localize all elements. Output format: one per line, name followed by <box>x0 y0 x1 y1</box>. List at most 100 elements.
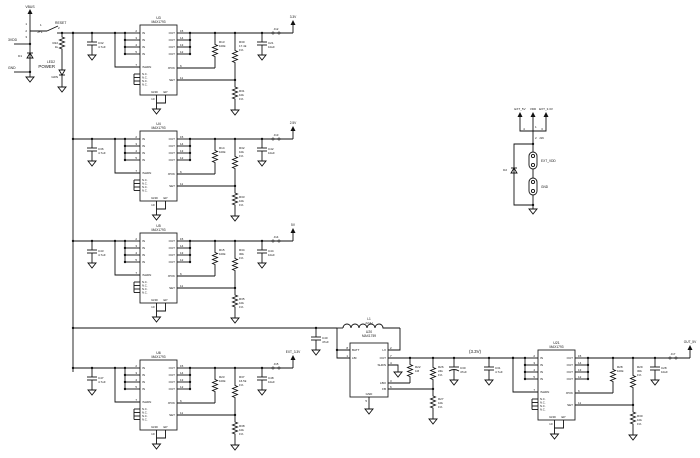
ic-part: MAX1759 <box>362 334 376 338</box>
value-label: 10k <box>239 199 244 203</box>
pin-num: 14 <box>578 361 582 365</box>
net-label: EXT_5V <box>514 107 525 111</box>
pin-num: 6 <box>390 385 392 389</box>
pin-name: LBO <box>380 381 387 385</box>
set-resistor-top <box>231 368 239 415</box>
output-jumper <box>668 356 672 360</box>
value-label: 10k <box>239 428 244 432</box>
pin-num: 14 <box>180 36 184 40</box>
jumper-label: J16 <box>539 136 544 140</box>
pin-num: 14 <box>180 244 184 248</box>
set-resistor-bottom <box>231 288 239 314</box>
junction-dot <box>71 366 75 370</box>
ic-part: MAX1793 <box>152 228 166 232</box>
value-label: 1% <box>239 383 244 387</box>
pin-num: 2 <box>135 29 137 33</box>
pin-name: N.C. <box>142 185 148 189</box>
pin-num: 6 <box>180 170 182 174</box>
pin-name: IN <box>142 387 145 391</box>
header-pin <box>530 179 536 185</box>
pin-name: EP <box>163 196 167 200</box>
value-label: 1% <box>438 405 443 409</box>
set-resistor-top <box>231 139 239 186</box>
pin-num: 2 <box>58 26 60 30</box>
ref-label: C47 <box>98 376 104 380</box>
pin-name: N.C. <box>142 76 148 80</box>
ic-part: MAX1793 <box>152 355 166 359</box>
junction-dot <box>90 31 94 35</box>
value-label: 16.5k <box>239 379 247 383</box>
pin-name: IN <box>142 137 145 141</box>
pin-num: 5 <box>533 375 535 379</box>
pin-name: FB <box>382 387 386 391</box>
pin-name: /POK <box>566 391 573 395</box>
output-arrow-icon <box>290 355 296 360</box>
pin-num: 3 <box>25 35 27 39</box>
ground-icon <box>151 214 162 221</box>
pin-name: BATT <box>352 348 360 352</box>
pin-name: OUT <box>169 373 176 377</box>
pin-name: IN <box>540 356 543 360</box>
junction-dot <box>90 239 94 243</box>
pin-name: /POK <box>168 66 175 70</box>
pin-num: 11 <box>180 76 183 80</box>
output-net-label: EXT_3.3V <box>286 350 301 354</box>
pin-name: /SHDN <box>142 171 151 175</box>
ep-wire <box>156 430 166 439</box>
pin-name: N.C. <box>142 411 148 415</box>
value-label: 10uF <box>268 380 275 384</box>
ref-label: C31 <box>495 366 501 370</box>
pin-name: IN <box>142 45 145 49</box>
ref-label: R27 <box>438 397 444 401</box>
output-net-label: 5V <box>291 223 296 227</box>
value-label: 1% <box>239 203 244 207</box>
pin-name: IN <box>142 158 145 162</box>
pin-num: 5 <box>135 50 137 54</box>
output-jumper <box>271 239 275 243</box>
resistor-icon <box>429 389 437 415</box>
pin-num: 2 <box>390 346 392 350</box>
junction-dot <box>260 137 264 141</box>
polarized-capacitor-icon <box>448 369 460 372</box>
ref-label: C48 <box>268 376 274 380</box>
ground-icon <box>257 262 267 269</box>
ground-icon <box>393 371 403 378</box>
pin-num: 1 <box>346 354 348 358</box>
pin-name: /SHDN <box>142 400 151 404</box>
pin-num: 12 <box>180 50 184 54</box>
pin-num: 13 <box>180 149 184 153</box>
pin-num: 4 <box>533 368 535 372</box>
pin-name: SET <box>567 403 573 407</box>
pin-num: 2 <box>533 354 535 358</box>
ground-icon <box>364 408 374 415</box>
ldo-ic <box>537 349 576 421</box>
pin-name: N.C. <box>142 83 148 87</box>
ref-label: R22 <box>415 365 421 369</box>
pin-name: LX <box>382 348 386 352</box>
pin-name: IN <box>540 377 543 381</box>
pin-num: 15 <box>180 237 184 241</box>
value-label: 47uF <box>322 340 329 344</box>
ground-icon <box>428 418 438 425</box>
pin-name: N.C. <box>142 72 148 76</box>
pin-name: SET <box>169 413 175 417</box>
junction-dot <box>260 31 264 35</box>
shdn-wire <box>114 139 140 174</box>
value-label: 10uF <box>661 370 668 374</box>
value-label: 47uF <box>460 370 467 374</box>
ep-wire <box>156 303 166 312</box>
junction-dot <box>90 366 94 370</box>
ep-wire <box>156 201 166 210</box>
pin-name: N.C. <box>142 280 148 284</box>
set-resistor-top <box>231 33 239 80</box>
ground-icon <box>257 389 267 396</box>
junction-dot <box>233 31 237 35</box>
pin-name: IN <box>142 38 145 42</box>
junction-dot <box>335 348 339 352</box>
pin-name: OUT <box>567 370 574 374</box>
output-jumper <box>674 356 678 360</box>
ref-label: R13 <box>219 40 225 44</box>
value-label: 10k <box>239 301 244 305</box>
value-label: 1% <box>438 373 443 377</box>
ref-label: R33 <box>239 195 245 199</box>
